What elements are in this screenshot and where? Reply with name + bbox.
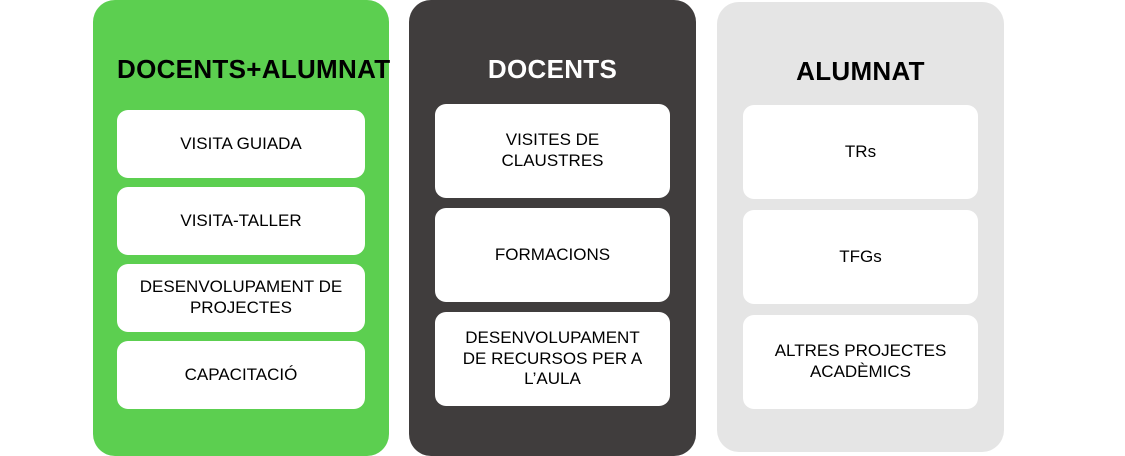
card-list-alumnat: TRs TFGs ALTRES PROJECTES ACADÈMICS bbox=[743, 105, 978, 409]
column-header-alumnat: ALUMNAT bbox=[796, 56, 925, 86]
card-visita-guiada[interactable]: VISITA GUIADA bbox=[117, 110, 365, 178]
card-label: FORMACIONS bbox=[494, 244, 611, 264]
column-header-docents: DOCENTS bbox=[487, 54, 618, 84]
card-desenvolupament-de-projectes[interactable]: DESENVOLUPAMENT DE PROJECTES bbox=[117, 264, 365, 332]
card-altres-projectes-academics[interactable]: ALTRES PROJECTES ACADÈMICS bbox=[743, 315, 978, 409]
column-alumnat: ALUMNAT TRs TFGs ALTRES PROJECTES ACADÈM… bbox=[717, 2, 1004, 452]
card-visita-taller[interactable]: VISITA-TALLER bbox=[117, 187, 365, 255]
card-trs[interactable]: TRs bbox=[743, 105, 978, 199]
card-label: VISITES DE CLAUSTRES bbox=[501, 130, 604, 170]
card-formacions[interactable]: FORMACIONS bbox=[435, 208, 670, 302]
column-docents-alumnat: DOCENTS+ALUMNAT VISITA GUIADA VISITA-TAL… bbox=[93, 0, 391, 456]
card-label: VISITA GUIADA bbox=[180, 133, 302, 153]
card-label: DESENVOLUPAMENT DE PROJECTES bbox=[139, 277, 343, 317]
card-label: TFGs bbox=[839, 246, 882, 266]
card-label: DESENVOLUPAMENT DE RECURSOS PER A L’AULA bbox=[462, 327, 643, 389]
card-label: VISITA-TALLER bbox=[180, 210, 302, 230]
card-list-docents-alumnat: VISITA GUIADA VISITA-TALLER DESENVOLUPAM… bbox=[117, 110, 365, 409]
column-header-docents-alumnat: DOCENTS+ALUMNAT bbox=[117, 54, 391, 84]
card-visites-de-claustres[interactable]: VISITES DE CLAUSTRES bbox=[435, 104, 670, 198]
card-label: CAPACITACIÓ bbox=[184, 364, 298, 384]
card-label: ALTRES PROJECTES ACADÈMICS bbox=[774, 341, 947, 381]
card-capacitacio[interactable]: CAPACITACIÓ bbox=[117, 341, 365, 409]
column-docents: DOCENTS VISITES DE CLAUSTRES FORMACIONS … bbox=[409, 0, 696, 456]
card-desenvolupament-de-recursos-per-a-l-aula[interactable]: DESENVOLUPAMENT DE RECURSOS PER A L’AULA bbox=[435, 312, 670, 406]
card-tfgs[interactable]: TFGs bbox=[743, 210, 978, 304]
card-list-docents: VISITES DE CLAUSTRES FORMACIONS DESENVOL… bbox=[435, 104, 670, 406]
card-label: TRs bbox=[844, 141, 877, 161]
